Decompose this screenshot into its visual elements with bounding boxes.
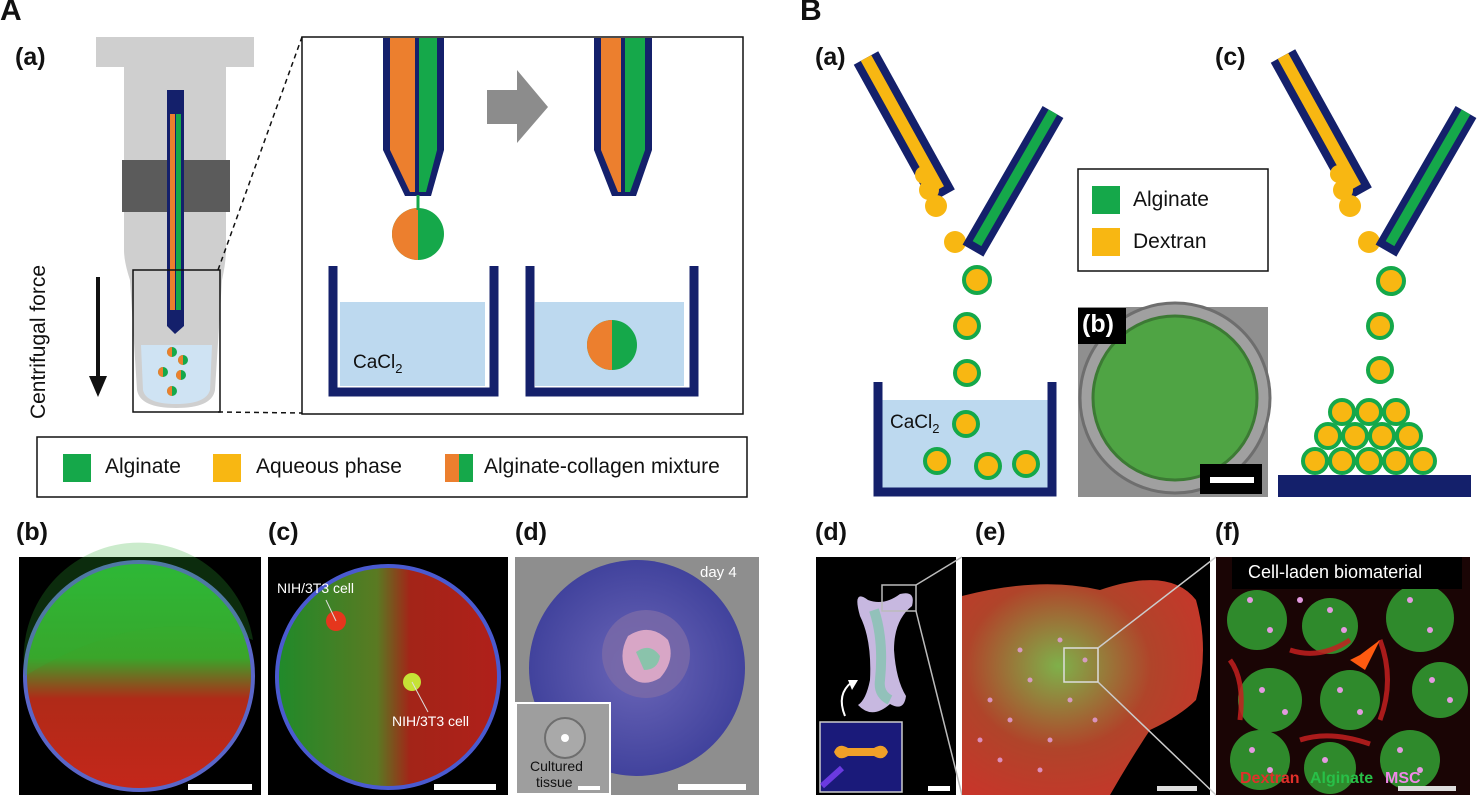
scalebar-a-c (434, 784, 496, 790)
panel-a-label: A (0, 0, 22, 27)
sub-b-e: (e) (975, 518, 1006, 546)
panel-b-label: B (800, 0, 822, 27)
scalebar-a-d (678, 784, 746, 790)
legend-b-alginate: Alginate (1133, 188, 1209, 211)
scalebar-a-d-inset (578, 786, 600, 790)
cultured-label-1: Cultured (530, 758, 583, 774)
cacl2-label-b: CaCl2 (890, 412, 940, 436)
zoom-box (301, 36, 744, 415)
legend-a-mixture: Alginate-collagen mixture (484, 455, 720, 478)
cell-label-1: NIH/3T3 cell (277, 580, 355, 596)
legend-a-alginate: Alginate (105, 455, 181, 478)
sub-b-c: (c) (1215, 43, 1246, 71)
diagram-b-a (853, 51, 1064, 497)
cell-label-2: NIH/3T3 cell (392, 713, 470, 729)
image-a-b (19, 542, 261, 795)
legend-a-aqueous: Aqueous phase (256, 455, 402, 478)
centrifugal-force-label: Centrifugal force (27, 264, 50, 420)
sub-a-b: (b) (16, 518, 48, 546)
sub-b-f: (f) (1215, 518, 1240, 546)
diagram-b-c (1270, 49, 1477, 497)
sub-a-a: (a) (15, 43, 46, 71)
tube-diagram (89, 36, 303, 414)
f-legend-dextran: Dextran (1240, 770, 1300, 787)
image-b-e (962, 556, 1217, 796)
image-a-d (515, 557, 759, 795)
f-legend-msc: MSC (1385, 770, 1421, 787)
legend-b-dextran: Dextran (1133, 230, 1207, 253)
day-label: day 4 (700, 564, 737, 581)
tube-beads (158, 347, 188, 396)
sub-a-c: (c) (268, 518, 299, 546)
legend-b (1077, 168, 1269, 272)
sub-b-d: (d) (815, 518, 847, 546)
image-b-f (1216, 557, 1470, 795)
image-a-c (268, 557, 508, 795)
scalebar-a-b (188, 784, 252, 790)
f-title: Cell-laden biomaterial (1248, 562, 1423, 582)
sub-b-a: (a) (815, 43, 846, 71)
image-b-d (816, 556, 963, 796)
sub-a-d: (d) (515, 518, 547, 546)
legend-a (36, 436, 748, 498)
image-b-b (1078, 301, 1272, 497)
cultured-label-2: tissue (536, 774, 573, 790)
f-legend-alginate: Alginate (1310, 770, 1374, 787)
cacl2-label-a: CaCl2 (353, 352, 403, 376)
sub-b-b: (b) (1082, 310, 1114, 338)
